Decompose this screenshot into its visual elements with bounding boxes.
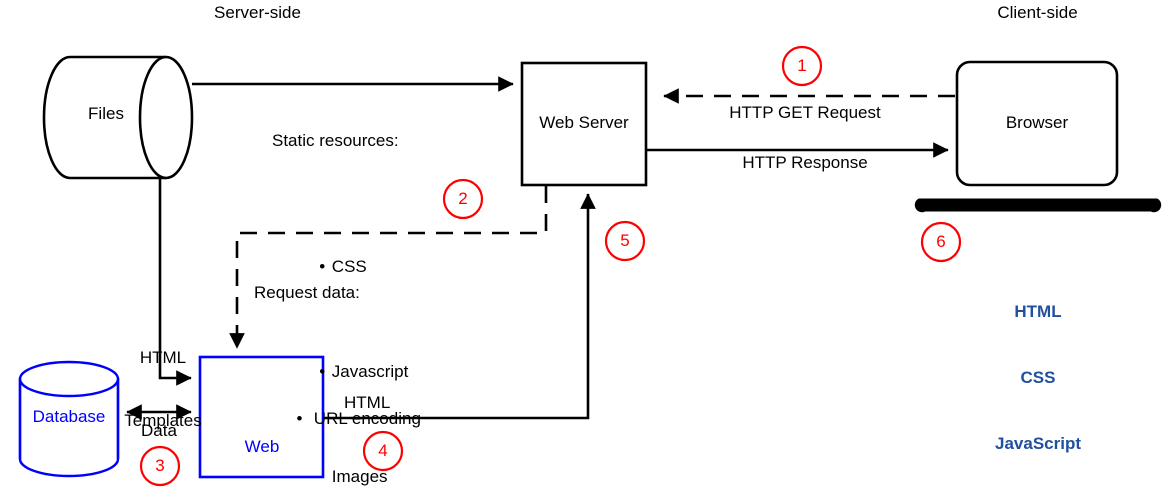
client-tech-stack: HTML CSS JavaScript [967, 257, 1109, 499]
browser-base-shape [914, 198, 1162, 213]
database-cylinder-shape [18, 360, 120, 478]
request-data-heading: Request data: [254, 283, 360, 302]
step-marker-circle-6 [920, 221, 962, 263]
web-server-box-shape [520, 61, 648, 187]
step-marker-circle-4 [362, 430, 404, 472]
edge-label-html-templates: HTML Templates [108, 305, 218, 473]
static-resources-block: Static resources: • CSS • Javascript Image… [272, 88, 408, 501]
step-marker-circle-3 [139, 445, 181, 487]
step-marker-circle-5 [604, 220, 646, 262]
static-resources-item-text: Javascript [331, 362, 409, 381]
edge-html-to-web-server [323, 193, 596, 420]
browser-box-shape [955, 60, 1119, 187]
bullet-glyph: • [309, 257, 326, 276]
static-resources-heading: Static resources: [272, 131, 399, 150]
client-tech-css: CSS [1020, 368, 1056, 387]
edge-request-data-dashed [229, 186, 548, 349]
step-marker-circle-1 [781, 45, 823, 87]
edge-html-templates [158, 178, 192, 386]
static-resources-item: • Javascript [272, 340, 408, 403]
edge-label-data: Data [141, 421, 177, 440]
step-marker-circle-2 [442, 178, 484, 220]
step-marker-label-3: 3 [155, 456, 165, 475]
edge-label-html: HTML [344, 393, 391, 412]
zone-label-server-side: Server-side [214, 3, 301, 22]
step-marker-circles [139, 45, 962, 487]
node-label-web-server: Web Server [539, 113, 629, 132]
edge-label-http-get-request: HTTP GET Request [729, 103, 881, 122]
request-data-item-text: URL encoding [313, 409, 421, 428]
node-label-browser: Browser [1005, 113, 1069, 132]
edge-label-http-response: HTTP Response [742, 153, 868, 172]
bullet-glyph: • [291, 409, 303, 428]
html-templates-label-line2: Templates [124, 411, 202, 430]
step-marker-label-5: 5 [620, 231, 630, 250]
static-resources-item-text: Images [331, 467, 388, 486]
client-tech-html: HTML [1014, 302, 1062, 321]
step-marker-label-4: 4 [378, 441, 388, 460]
request-data-list: •URL encoding •GET/POST data •Cookies [254, 345, 437, 501]
files-cylinder-shape [42, 55, 194, 180]
web-application-label-line1: Web [244, 437, 280, 456]
step-marker-label-1: 1 [797, 56, 807, 75]
client-tech-javascript: JavaScript [995, 434, 1081, 453]
zone-label-client-side: Client-side [997, 3, 1078, 22]
static-resources-item-text: CSS [331, 257, 367, 276]
request-data-block: Request data: • URL encoding •GET/POST da… [254, 240, 437, 501]
static-resources-item: Images [272, 445, 408, 501]
static-resources-item: • CSS [272, 235, 408, 298]
step-marker-label-2: 2 [458, 189, 468, 208]
node-label-database: Database [32, 407, 106, 426]
request-data-item: •GET/POST data [254, 492, 437, 501]
request-data-item: • URL encoding [254, 387, 437, 450]
bullet-glyph: • [309, 362, 326, 381]
static-resources-list: •CSS •Javascript Images •other files [272, 193, 408, 501]
node-label-files: Files [88, 104, 124, 123]
html-templates-label-line1: HTML [139, 348, 187, 367]
step-marker-label-6: 6 [936, 232, 946, 251]
